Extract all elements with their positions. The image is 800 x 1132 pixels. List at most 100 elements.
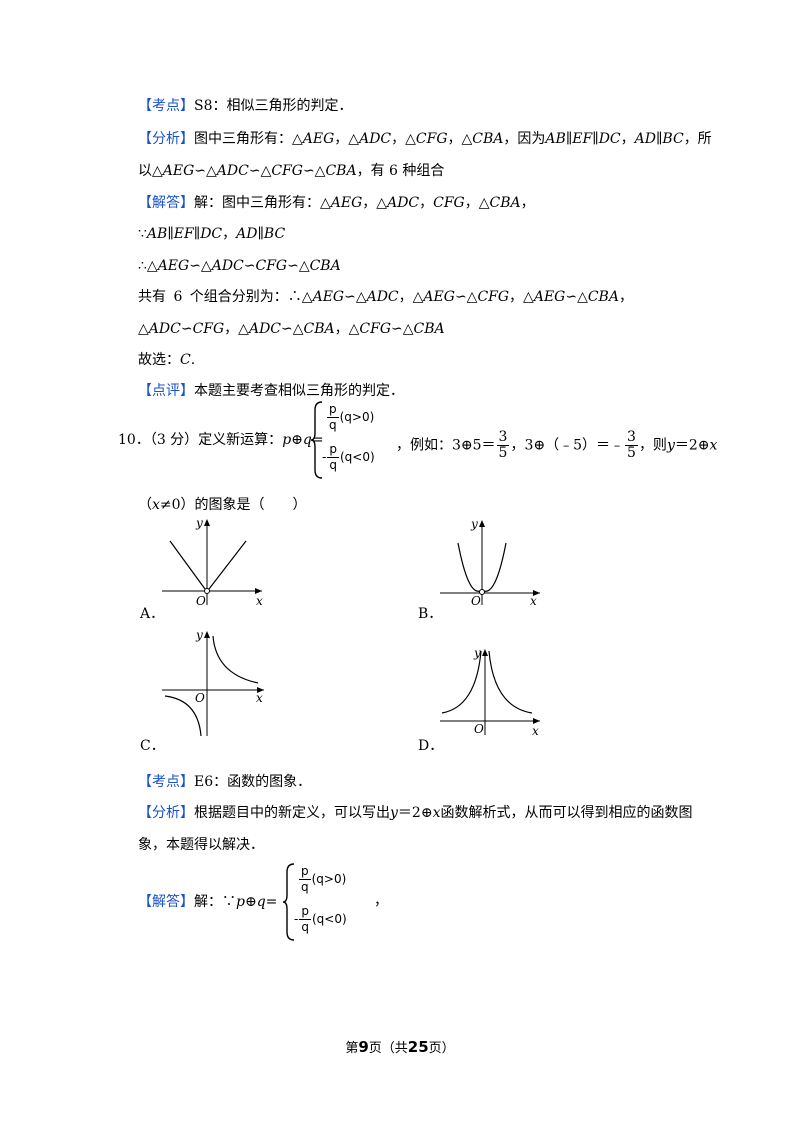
math-seg: CFG <box>255 258 288 274</box>
math-seg: CBA <box>303 321 335 337</box>
denominator: 5 <box>627 445 636 461</box>
fenxi-line-1: 【分析】图中三角形有：△AEG，△ADC，△CFG，△CBA，因为AB∥EF∥D… <box>138 129 712 149</box>
page-footer: 第9页（共25页） <box>0 1037 800 1056</box>
math-seg: AEG <box>157 258 190 274</box>
math-seg: AD∥BC <box>634 131 684 147</box>
jieda-tag: 【解答】 <box>138 894 194 910</box>
math-seg: AEG <box>330 195 363 211</box>
fenxi-line-3: 【分析】根据题目中的新定义，可以写出y＝2⊕x函数解析式，从而可以得到相应的函数… <box>138 803 692 823</box>
text-seg: ， <box>618 289 633 305</box>
denominator: q <box>301 920 309 934</box>
footer-text: 页） <box>428 1041 455 1056</box>
total-line-2: △ADC∽CFG，△ADC∽△CBA，△CFG∽△CBA <box>138 319 445 339</box>
math-seg: ADC <box>359 131 392 147</box>
text-seg: 解：∵ <box>194 894 236 910</box>
math-seg: ADC <box>211 258 244 274</box>
question-score: （3 分） <box>149 432 199 448</box>
denominator: q <box>329 418 337 432</box>
axis-x-label: x <box>532 724 539 737</box>
math-seg: y <box>666 437 675 454</box>
origin-label: O <box>474 722 484 736</box>
text-seg: ，△ <box>509 289 534 305</box>
text-seg: 象，本题得以解决． <box>138 837 264 853</box>
text-seg: 以△ <box>138 163 163 179</box>
math-seg: q <box>302 432 312 448</box>
case1-condition: (q>0) <box>339 410 375 424</box>
left-brace-icon <box>310 401 323 479</box>
math-seg: x <box>709 437 718 454</box>
math-seg: AEG <box>302 131 335 147</box>
text-seg: ，3⊕（﹣5）＝﹣ <box>510 437 625 454</box>
text-seg: ∽△ <box>189 258 212 274</box>
text-seg: ∽△ <box>391 321 414 337</box>
dianping-line: 【点评】本题主要考查相似三角形的判定． <box>138 381 404 401</box>
math-seg: CFG <box>415 131 448 147</box>
kaodian-text: S8：相似三角形的判定． <box>194 98 353 114</box>
math-seg: CBA <box>309 258 341 274</box>
text-seg: ， <box>620 131 635 147</box>
kaodian-line-2: 【考点】E6：函数的图象． <box>138 772 311 792</box>
case2-condition: (q<0) <box>311 912 347 926</box>
origin-label: O <box>471 594 481 607</box>
text-seg: ， <box>222 226 237 242</box>
text-seg: ， <box>520 195 535 211</box>
math-seg: p <box>236 894 245 910</box>
axis-y-label: y <box>195 628 203 642</box>
text-seg: ∽△ <box>565 289 588 305</box>
text-seg: ，△ <box>334 321 360 337</box>
graph-option-d: y x O <box>440 646 540 737</box>
text-seg: ，△ <box>224 321 249 337</box>
case2-condition: (q<0) <box>339 450 375 464</box>
text-seg: ∽△ <box>454 289 478 305</box>
math-seg: ADC <box>366 289 399 305</box>
text-seg: 函数解析式，从而可以得到相应的函数图 <box>440 805 693 821</box>
text-seg: ∽ <box>180 321 193 337</box>
q10-intro: 10．（3 分）定义新运算：p⊕q= <box>118 430 324 450</box>
numerator: p <box>327 402 339 418</box>
text-seg: ＝2⊕ <box>397 805 433 821</box>
page-total: 25 <box>407 1038 429 1056</box>
option-c-label: C． <box>140 738 165 754</box>
math-seg: CFG <box>477 289 510 305</box>
left-brace-icon <box>282 863 295 941</box>
denominator: q <box>301 880 309 894</box>
numerator: 3 <box>496 429 510 446</box>
kaodian-tag: 【考点】 <box>138 98 194 114</box>
text-seg: ∽△ <box>194 163 217 179</box>
dianping-tag: 【点评】 <box>138 383 194 399</box>
numerator: 3 <box>625 429 638 446</box>
fenxi-tag: 【分析】 <box>138 805 194 821</box>
axis-x-label: x <box>256 691 263 705</box>
option-b-label: B． <box>418 606 443 622</box>
text-seg: ， <box>419 195 434 211</box>
math-seg: ADC <box>387 195 420 211</box>
text-seg: ＝2⊕ <box>674 437 710 454</box>
math-seg: AEG <box>312 289 345 305</box>
answer-letter: C <box>180 352 191 368</box>
math-seg: CBA <box>587 289 619 305</box>
axis-y-label: y <box>473 646 481 660</box>
math-seg: = <box>265 894 278 910</box>
case1-condition: (q>0) <box>311 872 347 886</box>
text-seg: ，△ <box>362 195 388 211</box>
math-seg: CFG <box>192 321 225 337</box>
math-seg: CBA <box>472 131 504 147</box>
text-seg: . <box>190 352 196 368</box>
fenxi-line-2: 以△AEG∽△ADC∽△CFG∽△CBA，有 6 种组合 <box>138 161 444 181</box>
kaodian-text: E6：函数的图象． <box>194 774 312 790</box>
graph-option-c: y x O <box>162 628 264 737</box>
text-seg: ，则 <box>638 437 667 454</box>
math-seg: ADC <box>148 321 181 337</box>
math-seg: q <box>256 894 266 910</box>
origin-label: O <box>196 594 206 607</box>
math-seg: AEG <box>423 289 455 305</box>
numerator: p <box>299 904 311 920</box>
text-seg: 故选： <box>138 352 180 368</box>
